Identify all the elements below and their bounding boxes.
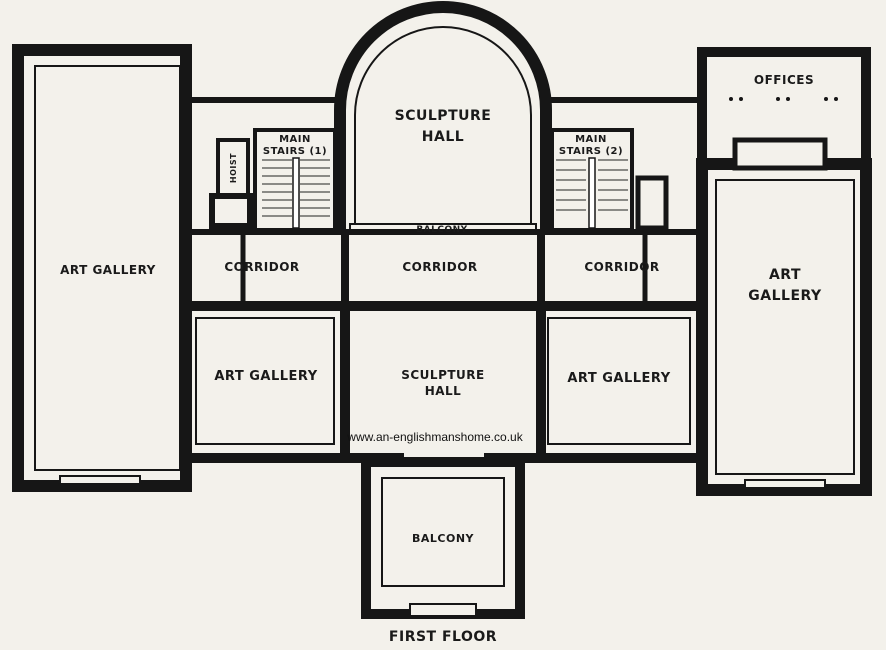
main-stairs-1-label-2: STAIRS (1) bbox=[263, 146, 327, 157]
sculpture-hall-upper-label-2: HALL bbox=[422, 129, 464, 145]
sculpture-hall-lower-label-2: HALL bbox=[425, 384, 462, 398]
art-gallery-left-label: ART GALLERY bbox=[214, 369, 317, 384]
main-stairs-1-label-1: MAIN bbox=[279, 134, 311, 145]
watermark: www.an-englishmanshome.co.uk bbox=[346, 430, 523, 444]
balcony-lower-label: BALCONY bbox=[412, 532, 475, 545]
right-wing bbox=[696, 47, 872, 496]
upper-sculpture-hall bbox=[334, 1, 552, 233]
sculpture-hall-upper-label-1: SCULPTURE bbox=[395, 108, 492, 124]
sculpture-hall-lower-label-1: SCULPTURE bbox=[401, 368, 485, 382]
hoist-label: HOIST bbox=[229, 153, 238, 183]
art-gallery-right-label: ART GALLERY bbox=[567, 371, 670, 386]
art-gallery-right-wing-label-2: GALLERY bbox=[748, 288, 822, 304]
corridor-right-label: CORRIDOR bbox=[584, 260, 659, 274]
art-gallery-left-wing-label: ART GALLERY bbox=[60, 263, 156, 277]
main-stairs-2-label-2: STAIRS (2) bbox=[559, 146, 623, 157]
corridor-left-label: CORRIDOR bbox=[224, 260, 299, 274]
floor-title: FIRST FLOOR bbox=[389, 629, 497, 645]
main-stairs-2-label-1: MAIN bbox=[575, 134, 607, 145]
balcony-upper-label: BALCONY bbox=[416, 225, 467, 235]
art-gallery-right-wing-label-1: ART bbox=[769, 267, 801, 283]
balcony-lower bbox=[361, 457, 525, 619]
corridor-center-label: CORRIDOR bbox=[402, 260, 477, 274]
offices-label: OFFICES bbox=[754, 73, 814, 87]
